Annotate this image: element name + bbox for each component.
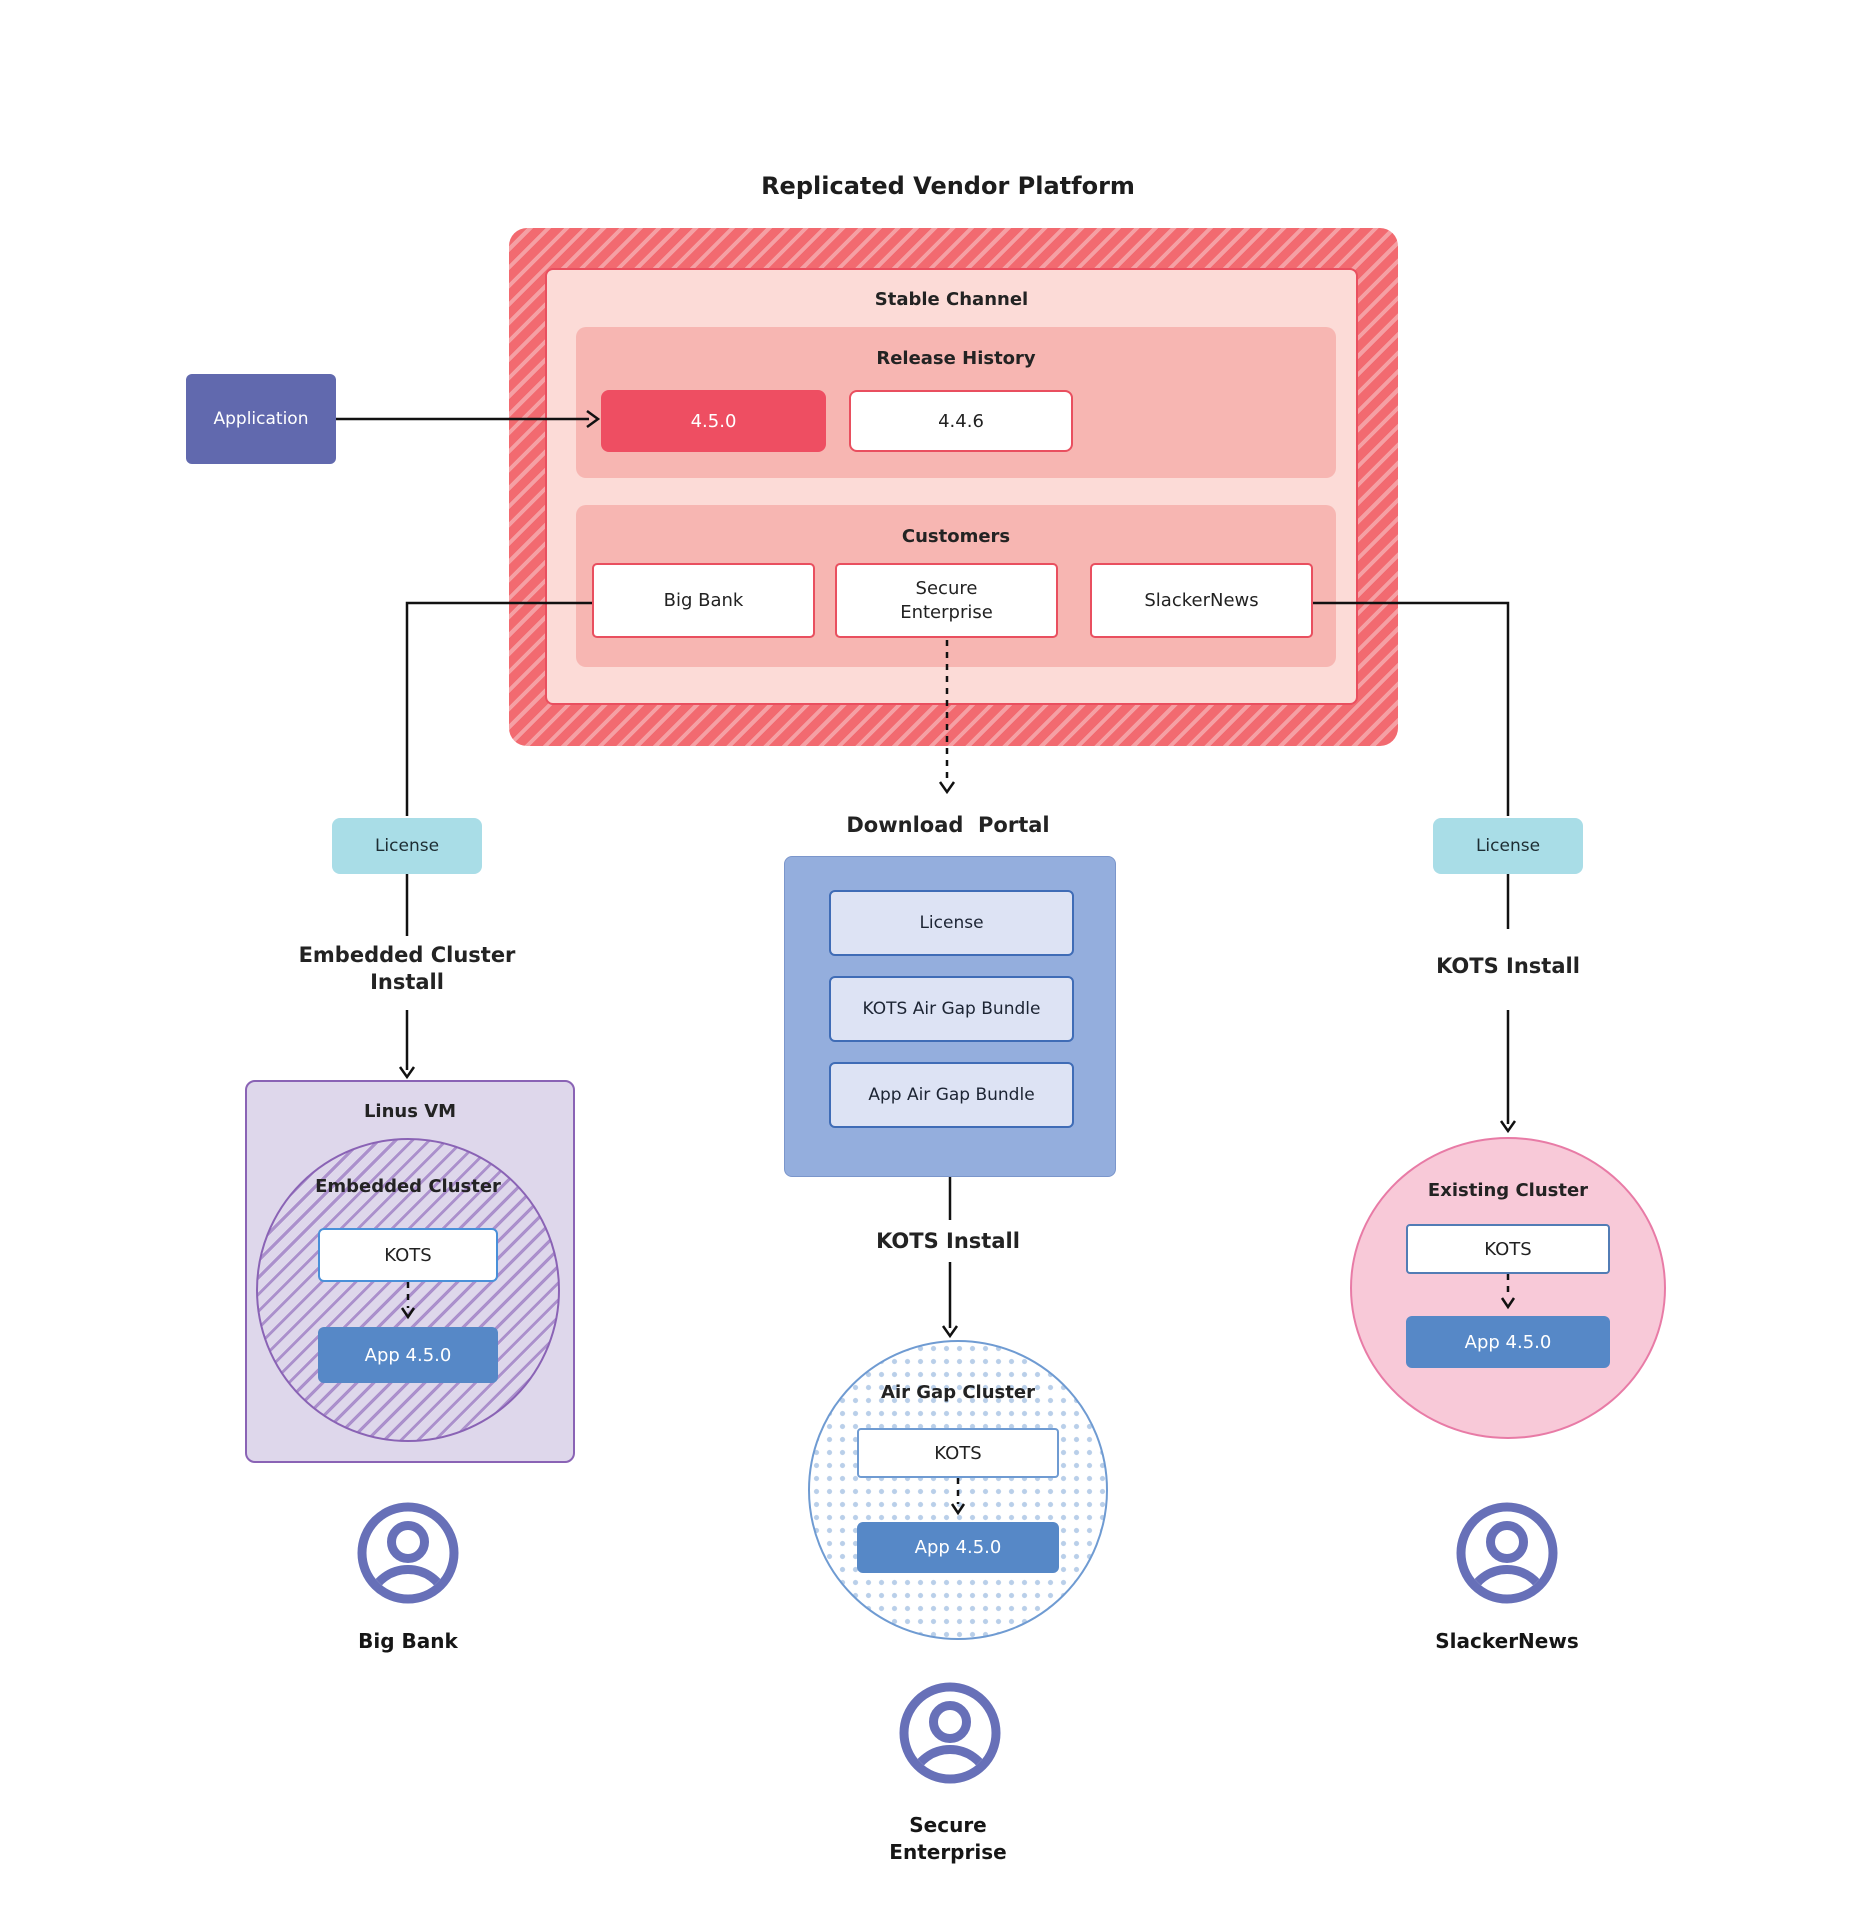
arrowhead-install-to-existing-cluster bbox=[1499, 1120, 1517, 1134]
stable-channel-label: Stable Channel bbox=[874, 289, 1029, 310]
existing-cluster-app-box: App 4.5.0 bbox=[1406, 1316, 1610, 1368]
kots-install-label-center: KOTS Install bbox=[876, 1229, 1020, 1253]
air-gap-cluster-label: Air Gap Cluster bbox=[881, 1382, 1035, 1403]
portal-kots-airgap-bundle-box: KOTS Air Gap Bundle bbox=[829, 976, 1074, 1042]
big-bank-persona-label: Big Bank bbox=[358, 1629, 458, 1653]
portal-license-box: License bbox=[829, 890, 1074, 956]
big-bank-app-box: App 4.5.0 bbox=[318, 1327, 498, 1383]
diagram-title: Replicated Vendor Platform bbox=[761, 172, 1135, 200]
arrowhead-install-to-air-gap bbox=[941, 1325, 959, 1339]
customers-label: Customers bbox=[901, 526, 1011, 547]
customer-secure-enterprise: Secure Enterprise bbox=[835, 563, 1058, 638]
application-box: Application bbox=[186, 374, 336, 464]
existing-cluster-kots-box: KOTS bbox=[1406, 1224, 1610, 1274]
slackernews-license-box: License bbox=[1433, 818, 1583, 874]
embedded-cluster-label: Embedded Cluster bbox=[315, 1176, 501, 1197]
slackernews-persona-label: SlackerNews bbox=[1435, 1629, 1579, 1653]
air-gap-cluster-circle bbox=[808, 1340, 1108, 1640]
kots-install-label-right: KOTS Install bbox=[1436, 954, 1580, 978]
existing-cluster-label: Existing Cluster bbox=[1427, 1180, 1589, 1201]
release-4-4-6: 4.4.6 bbox=[849, 390, 1073, 452]
slackernews-user-icon bbox=[1455, 1501, 1559, 1609]
big-bank-license-box: License bbox=[332, 818, 482, 874]
embedded-cluster-install-label: Embedded Cluster Install bbox=[298, 943, 516, 995]
portal-app-airgap-bundle-box: App Air Gap Bundle bbox=[829, 1062, 1074, 1128]
arrowhead-install-to-linus-vm bbox=[398, 1066, 416, 1080]
customer-big-bank: Big Bank bbox=[592, 563, 815, 638]
arrowhead-secure-enterprise-to-portal bbox=[938, 781, 956, 795]
big-bank-kots-box: KOTS bbox=[318, 1228, 498, 1282]
release-history-label: Release History bbox=[876, 348, 1036, 369]
air-gap-app-box: App 4.5.0 bbox=[857, 1522, 1059, 1573]
customer-slackernews: SlackerNews bbox=[1090, 563, 1313, 638]
big-bank-user-icon bbox=[356, 1501, 460, 1609]
customer-secure-enterprise-label: Secure Enterprise bbox=[900, 578, 993, 623]
secure-enterprise-user-icon bbox=[898, 1681, 1002, 1789]
release-4-5-0: 4.5.0 bbox=[601, 390, 826, 452]
air-gap-kots-box: KOTS bbox=[857, 1428, 1059, 1478]
linus-vm-label: Linus VM bbox=[363, 1101, 457, 1122]
download-portal-label: Download Portal bbox=[846, 813, 1050, 837]
secure-enterprise-persona-label: Secure Enterprise bbox=[889, 1813, 1007, 1864]
